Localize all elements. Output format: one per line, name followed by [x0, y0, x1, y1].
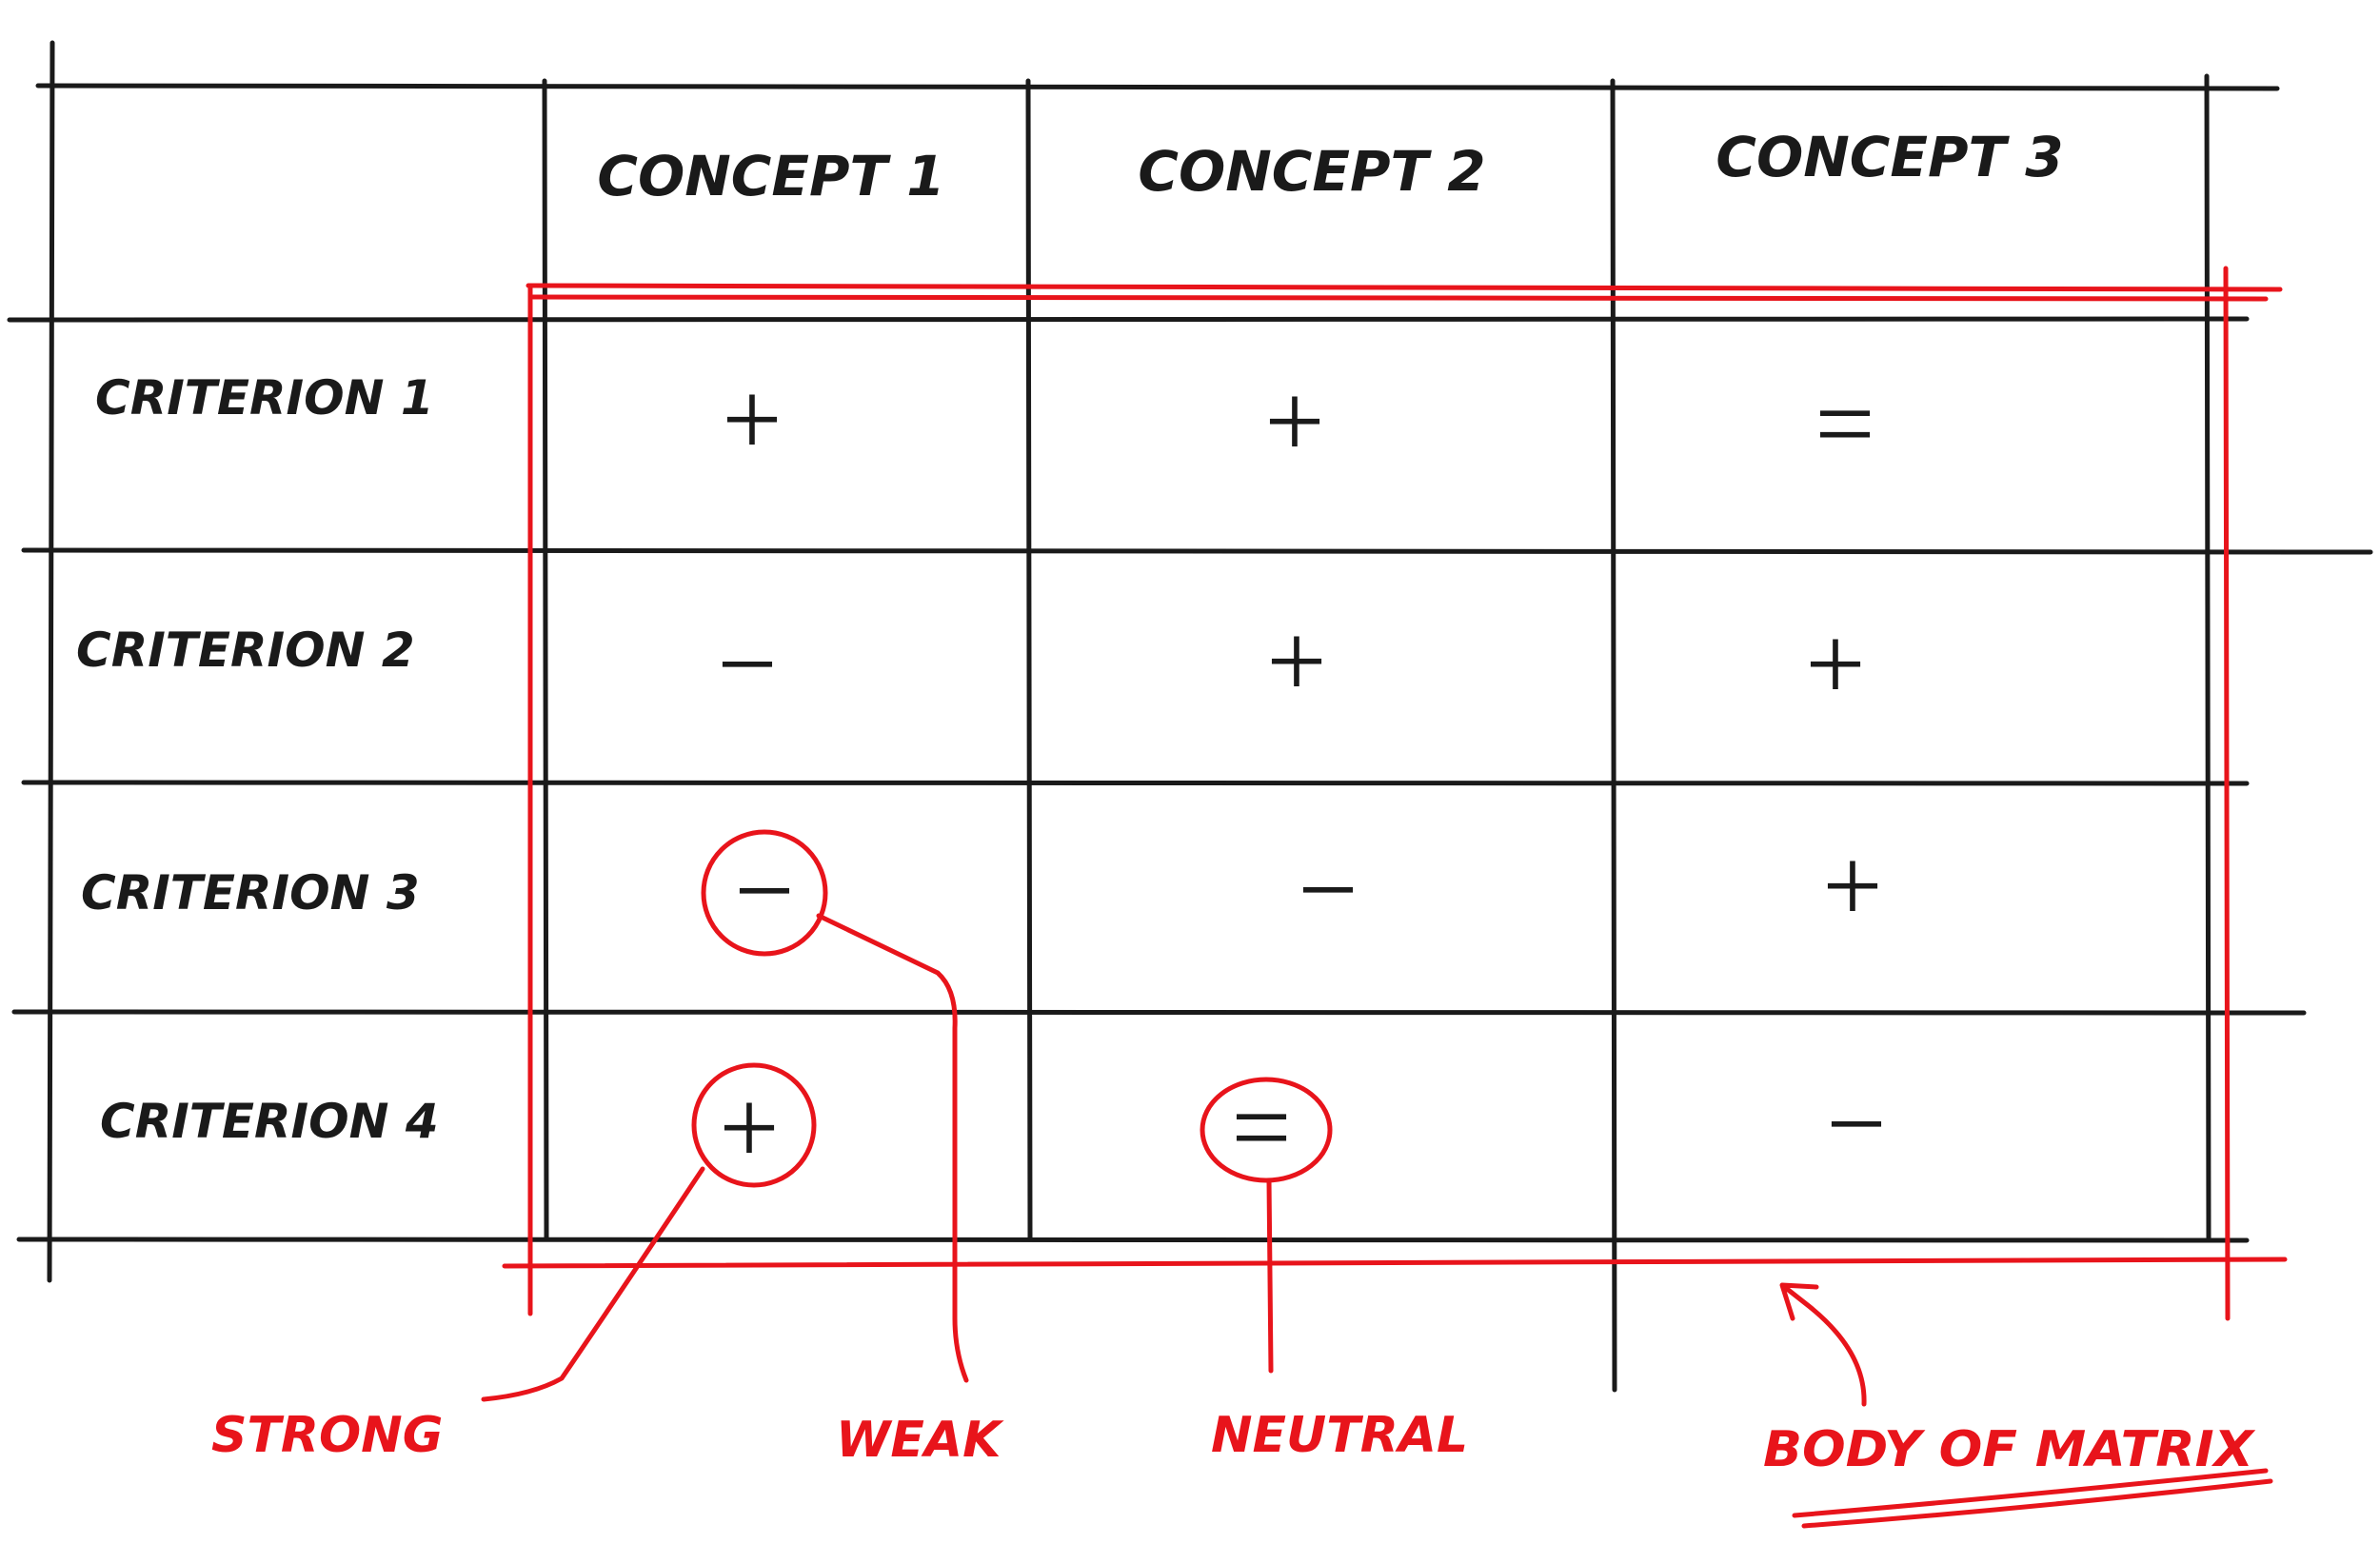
body-of-matrix-arrow — [1779, 1282, 1867, 1407]
neutral-leader-line — [1266, 1178, 1274, 1374]
concept-header-1: CONCEPT 1 — [597, 144, 944, 208]
weak-marker-circle — [701, 829, 828, 957]
criterion-label-4: CRITERION 4 — [100, 1094, 439, 1149]
cell-r3-c3: + — [1822, 827, 1882, 945]
body-of-matrix-frame — [502, 266, 2288, 1321]
criterion-labels: CRITERION 1 CRITERION 2 CRITERION 3 CRIT… — [76, 370, 439, 1149]
neutral-marker-circle — [1200, 1077, 1333, 1183]
cell-r4-c2: = — [1231, 1069, 1291, 1187]
concept-header-3: CONCEPT 3 — [1716, 125, 2063, 189]
matrix-grid — [7, 40, 2373, 1393]
annotation-labels: STRONG WEAK NEUTRAL BODY OF MATRIX — [211, 1407, 2256, 1478]
strong-marker-circle — [691, 1062, 817, 1188]
annotation-markers — [481, 829, 2273, 1529]
cell-r2-c3: + — [1805, 605, 1865, 723]
cell-r2-c1: − — [717, 605, 777, 723]
body-of-matrix-underline — [1792, 1468, 2273, 1529]
cell-r3-c1: − — [734, 832, 794, 950]
criterion-label-1: CRITERION 1 — [95, 370, 434, 426]
cell-r2-c2: + — [1266, 603, 1326, 721]
cell-r4-c1: + — [719, 1069, 779, 1187]
cell-r1-c1: + — [722, 361, 782, 479]
cell-r1-c2: + — [1264, 363, 1324, 481]
matrix-cells: + + = − + + − − + + = − — [717, 361, 1886, 1187]
criterion-label-3: CRITERION 3 — [81, 865, 420, 920]
body-of-matrix-label: BODY OF MATRIX — [1763, 1421, 2256, 1478]
strong-label: STRONG — [211, 1407, 443, 1464]
cell-r1-c3: = — [1815, 366, 1874, 484]
strong-leader-line — [481, 1166, 705, 1402]
concept-header-2: CONCEPT 2 — [1138, 139, 1485, 204]
weak-leader-line — [816, 913, 969, 1383]
cell-r4-c3: − — [1826, 1065, 1886, 1183]
neutral-label: NEUTRAL — [1211, 1407, 1468, 1464]
concept-headers: CONCEPT 1 CONCEPT 2 CONCEPT 3 — [597, 125, 2063, 208]
cell-r3-c2: − — [1298, 831, 1358, 949]
weak-label: WEAK — [836, 1412, 1004, 1469]
criterion-label-2: CRITERION 2 — [76, 623, 415, 678]
